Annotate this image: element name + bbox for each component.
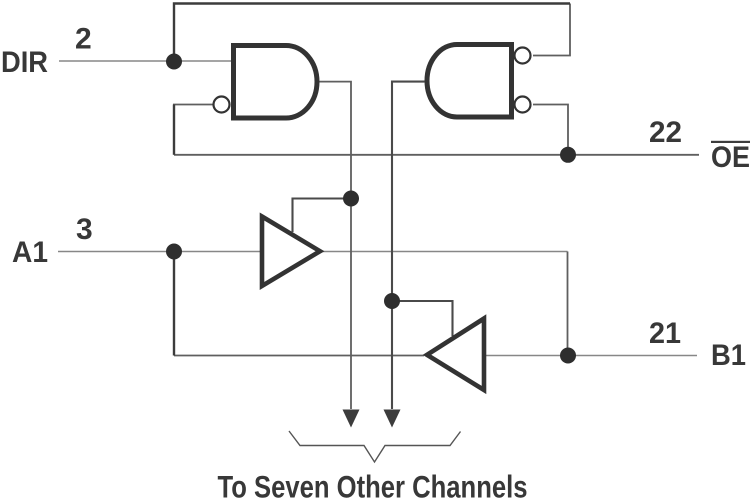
svg-text:22: 22 (649, 116, 682, 149)
svg-text:OE: OE (711, 141, 750, 174)
svg-text:To Seven Other Channels: To Seven Other Channels (218, 469, 528, 500)
svg-text:DIR: DIR (1, 46, 48, 79)
svg-text:2: 2 (75, 23, 92, 56)
svg-text:21: 21 (649, 317, 681, 350)
svg-text:B1: B1 (711, 339, 746, 372)
svg-text:3: 3 (76, 213, 93, 246)
svg-text:A1: A1 (12, 236, 48, 269)
